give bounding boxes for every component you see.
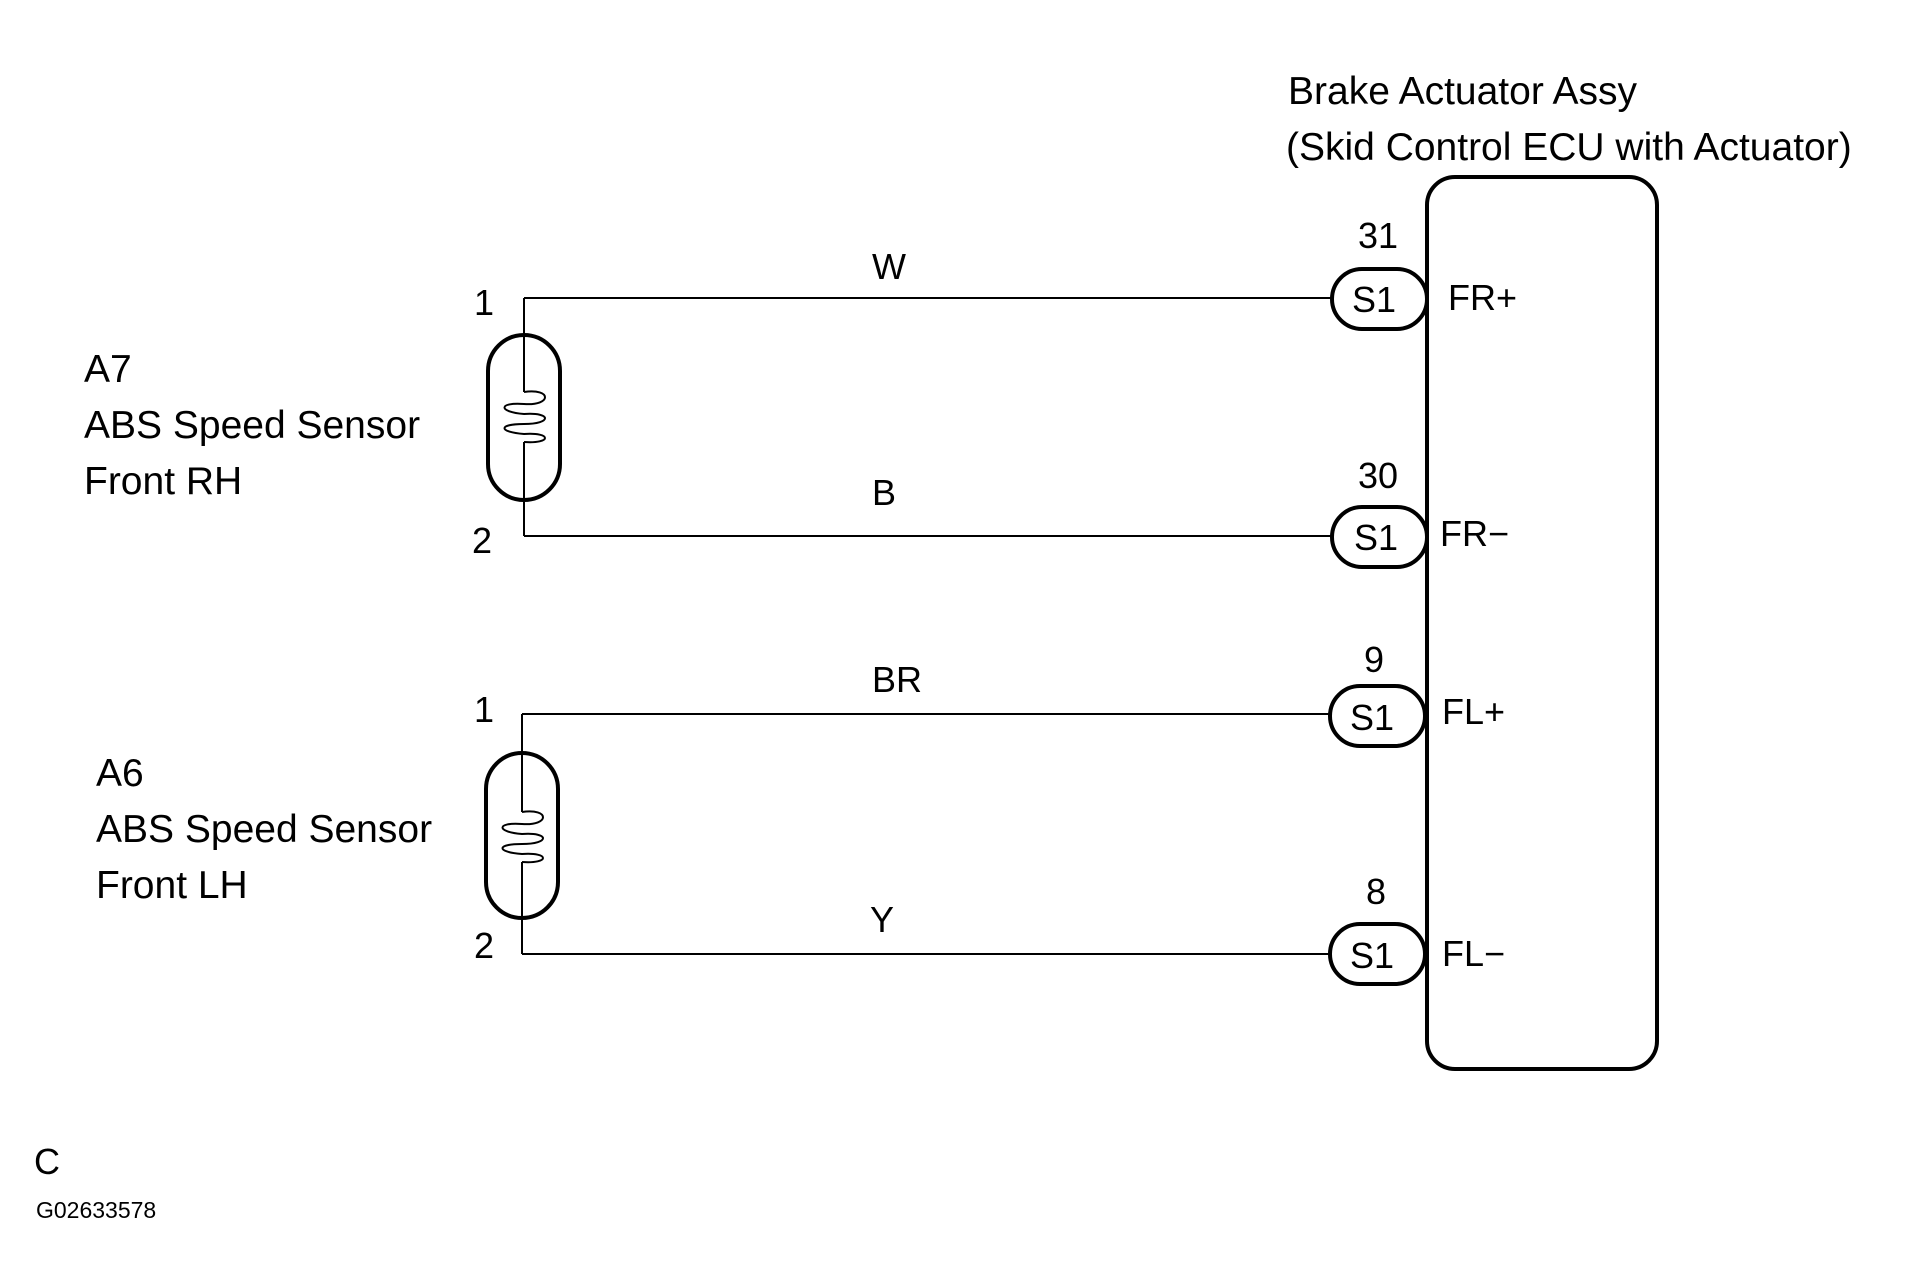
sensor-position: Front LH (96, 864, 248, 907)
sensor-pin-top: 1 (474, 282, 494, 323)
connector-s1 (1328, 922, 1427, 986)
terminal-pin: 31 (1358, 215, 1398, 256)
terminal-30: 30 S1 FR− (1330, 455, 1509, 569)
terminal-signal: FL+ (1442, 691, 1505, 732)
connector-s1 (1328, 684, 1427, 748)
terminal-signal: FR+ (1448, 277, 1517, 318)
terminal-pin: 30 (1358, 455, 1398, 496)
connector-s1 (1330, 505, 1429, 569)
ecu-box (1425, 175, 1659, 1071)
sensor-pin-bottom: 2 (472, 520, 492, 561)
connector-label: S1 (1352, 279, 1396, 320)
sensor-position: Front RH (84, 460, 242, 503)
sensor-name: ABS Speed Sensor (96, 808, 432, 851)
sensor-code: A7 (84, 348, 132, 391)
terminal-signal: FR− (1440, 513, 1509, 554)
figure-id: G02633578 (36, 1197, 156, 1223)
terminal-9: 9 S1 FL+ (1328, 639, 1505, 748)
sensor-code: A6 (96, 752, 144, 795)
sensor-pin-bottom: 2 (474, 925, 494, 966)
wire-color-label: BR (872, 659, 922, 700)
terminal-signal: FL− (1442, 933, 1505, 974)
connector-s1 (1330, 267, 1429, 331)
terminal-pin: 9 (1364, 639, 1384, 680)
sensor-a7: A7 ABS Speed Sensor Front RH 1 2 (84, 282, 1332, 561)
connector-label: S1 (1350, 697, 1394, 738)
connector-label: S1 (1350, 935, 1394, 976)
coil-icon (503, 390, 546, 444)
ecu-subtitle: (Skid Control ECU with Actuator) (1286, 126, 1852, 169)
terminal-pin: 8 (1366, 871, 1386, 912)
sensor-a6: A6 ABS Speed Sensor Front LH 1 2 (96, 689, 1330, 966)
coil-icon (501, 810, 544, 864)
ecu-title: Brake Actuator Assy (1288, 70, 1638, 113)
footer-letter: C (34, 1141, 60, 1182)
sensor-pin-top: 1 (474, 689, 494, 730)
sensor-name: ABS Speed Sensor (84, 404, 420, 447)
wire-color-label: Y (870, 899, 894, 940)
terminal-8: 8 S1 FL− (1328, 871, 1505, 986)
connector-label: S1 (1354, 517, 1398, 558)
terminal-31: 31 S1 FR+ (1330, 215, 1517, 331)
wire-color-label: B (872, 472, 896, 513)
wire-color-label: W (872, 246, 906, 287)
